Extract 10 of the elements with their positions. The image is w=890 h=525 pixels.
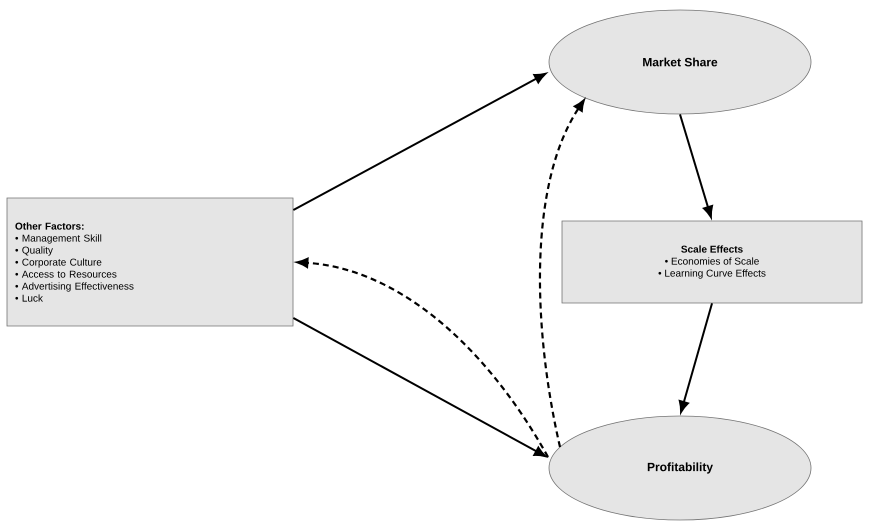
factor-box: Other Factors: • Management Skill • Quality • Corporate Culture • Access to Resources • Advertising Effectiveness • Luck — [6, 198, 294, 326]
arrow — [678, 303, 713, 413]
arrow — [679, 114, 713, 218]
scale-box: Scale Effects • Economies of Scale • Learning Curve Effects — [562, 220, 862, 304]
arrow — [539, 99, 585, 448]
arrow — [292, 317, 546, 458]
arrow — [296, 258, 549, 458]
ellipse-node: Market Share — [548, 10, 812, 114]
arrow — [292, 72, 546, 211]
ellipse-node: Profitability — [548, 416, 812, 520]
